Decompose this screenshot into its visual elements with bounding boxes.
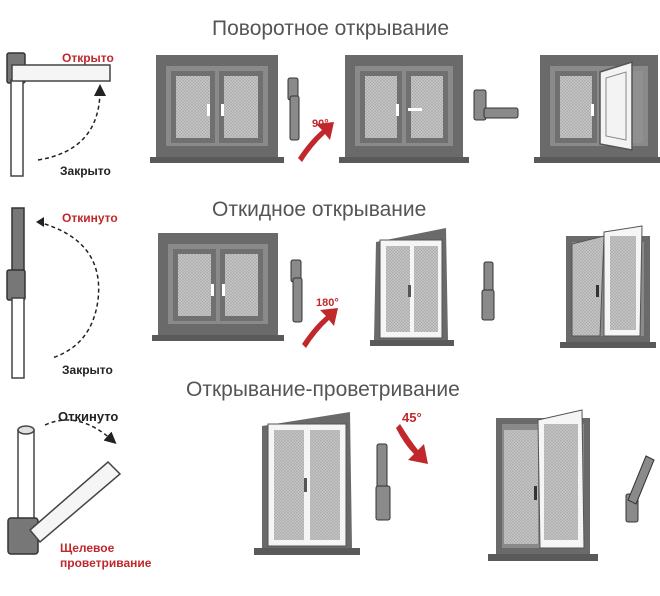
row2-handle (290, 259, 303, 323)
row3-label-tilted: Откинуто (58, 409, 119, 424)
row1-handle-diagram (6, 52, 111, 177)
row1-window-open (534, 55, 660, 163)
row1-handle-horizontal (473, 89, 519, 121)
section-title-rotary: Поворотное открывание (212, 17, 450, 40)
section-title-tilt: Откидное открывание (212, 198, 427, 221)
row2-label-closed: Закрыто (62, 363, 113, 377)
row3-red-arrow (396, 424, 428, 464)
row1-handle-vertical (287, 77, 300, 141)
row2-handle-up (481, 261, 495, 321)
row3-label-vent: Щелевое проветривание (60, 541, 152, 570)
row2-handle-diagram (6, 207, 100, 379)
row3-angle-label: 45° (402, 410, 422, 425)
section-title-tilt-vent: Открывание-проветривание (186, 378, 460, 401)
row1-angle-label: 90° (312, 118, 329, 130)
row2-window-white (370, 228, 454, 346)
row1-label-open: Открыто (62, 51, 114, 65)
row1-red-arrow (298, 122, 334, 162)
row1-window-handle-turned (339, 55, 469, 163)
row2-window-tilted (560, 225, 656, 348)
row3-handle-angled (625, 455, 655, 523)
row2-window-closed (152, 233, 284, 341)
row3-window-white (254, 412, 360, 555)
row2-angle-label: 180° (316, 297, 339, 309)
row1-window-closed (150, 55, 284, 163)
row2-label-tilted: Откинуто (62, 211, 118, 225)
row1-label-closed: Закрыто (60, 164, 111, 178)
row3-handle-turning (375, 443, 391, 521)
row3-window-vent (488, 409, 598, 561)
row3-handle-diagram (7, 419, 122, 555)
row2-red-arrow (302, 308, 338, 348)
